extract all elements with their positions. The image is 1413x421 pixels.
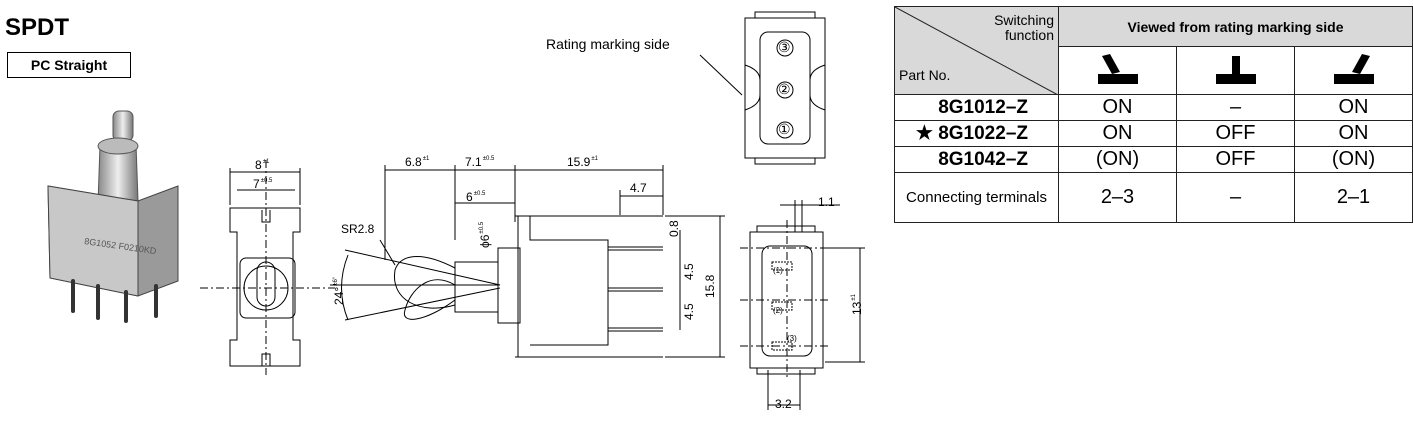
variant-badge: PC Straight xyxy=(7,52,131,78)
header-corner: Switching function Part No. xyxy=(894,6,1059,95)
cell: OFF xyxy=(1176,146,1295,173)
cell: ON xyxy=(1294,120,1413,147)
header-function: Switching function xyxy=(994,12,1054,43)
front-view xyxy=(200,160,335,375)
cell: (ON) xyxy=(1058,146,1177,173)
bottom-view xyxy=(740,200,865,410)
dim-6-8: 6.8±1 xyxy=(405,155,430,169)
dim-sr: SR2.8 xyxy=(341,222,375,236)
terminal-circle-1: ① xyxy=(778,121,791,137)
cell: OFF xyxy=(1176,120,1295,147)
cell: ON xyxy=(1058,94,1177,121)
terminal-1-label: (1) xyxy=(773,266,783,275)
rating-side-label: Rating marking side xyxy=(546,36,670,52)
dim-15-8: 15.8 xyxy=(703,274,717,298)
dim-0-8: 0.8 xyxy=(667,220,681,237)
page-title: SPDT xyxy=(5,14,70,41)
dim-4-5-lower: 4.5 xyxy=(682,303,696,320)
dim-angle: 24°±6° xyxy=(332,276,346,305)
cell: – xyxy=(1176,172,1295,223)
header-part: Part No. xyxy=(899,67,951,83)
dim-15-9: 15.9±1 xyxy=(567,155,598,169)
header-view: Viewed from rating marking side xyxy=(1058,6,1413,47)
dim-4-5-upper: 4.5 xyxy=(682,263,696,280)
table-row: Connecting terminals 2–3 – 2–1 xyxy=(894,172,1413,223)
cell: – xyxy=(1176,94,1295,121)
cell: 2–3 xyxy=(1058,172,1177,223)
terminal-2-label: (2) xyxy=(773,306,783,315)
dim-7: 7±0.5 xyxy=(253,177,273,191)
dim-13: 13±1 xyxy=(850,294,864,315)
cell: ON xyxy=(1058,120,1177,147)
dim-1-1: 1.1 xyxy=(818,195,835,209)
table-row: 8G1042–Z (ON) OFF (ON) xyxy=(894,146,1413,173)
dim-8: 8±1 xyxy=(255,158,270,172)
cell: (ON) xyxy=(1294,146,1413,173)
terminal-circle-3: ③ xyxy=(778,39,791,55)
dim-phi6: ϕ6±0.5 xyxy=(478,221,492,248)
toggle-left-icon xyxy=(1058,46,1177,95)
cell: ON xyxy=(1294,94,1413,121)
connecting-terminals-label: Connecting terminals xyxy=(894,172,1059,223)
terminal-circle-2: ② xyxy=(778,81,791,97)
top-view xyxy=(699,11,826,165)
dim-6: 6±0.5 xyxy=(466,190,486,204)
side-view xyxy=(330,165,725,358)
switch-photo: 8G1052 F0210KD xyxy=(47,110,179,323)
toggle-right-icon xyxy=(1294,46,1413,95)
part-no-cell: 8G1042–Z xyxy=(894,146,1059,173)
part-no-cell: ★ 8G1022–Z xyxy=(894,120,1059,147)
part-no-cell: 8G1012–Z xyxy=(894,94,1059,121)
terminal-3-label: (3) xyxy=(787,334,797,343)
switching-function-table: Switching function Part No. Viewed from … xyxy=(894,6,1413,223)
dim-4-7: 4.7 xyxy=(630,181,647,195)
table-row: ★ 8G1022–Z ON OFF ON xyxy=(894,120,1413,147)
diagonal-line xyxy=(895,7,1058,95)
toggle-center-icon xyxy=(1176,46,1295,95)
cell: 2–1 xyxy=(1294,172,1413,223)
dim-7-1: 7.1±0.5 xyxy=(465,155,495,169)
dim-3-2: 3.2 xyxy=(775,397,792,411)
table-row: 8G1012–Z ON – ON xyxy=(894,94,1413,121)
